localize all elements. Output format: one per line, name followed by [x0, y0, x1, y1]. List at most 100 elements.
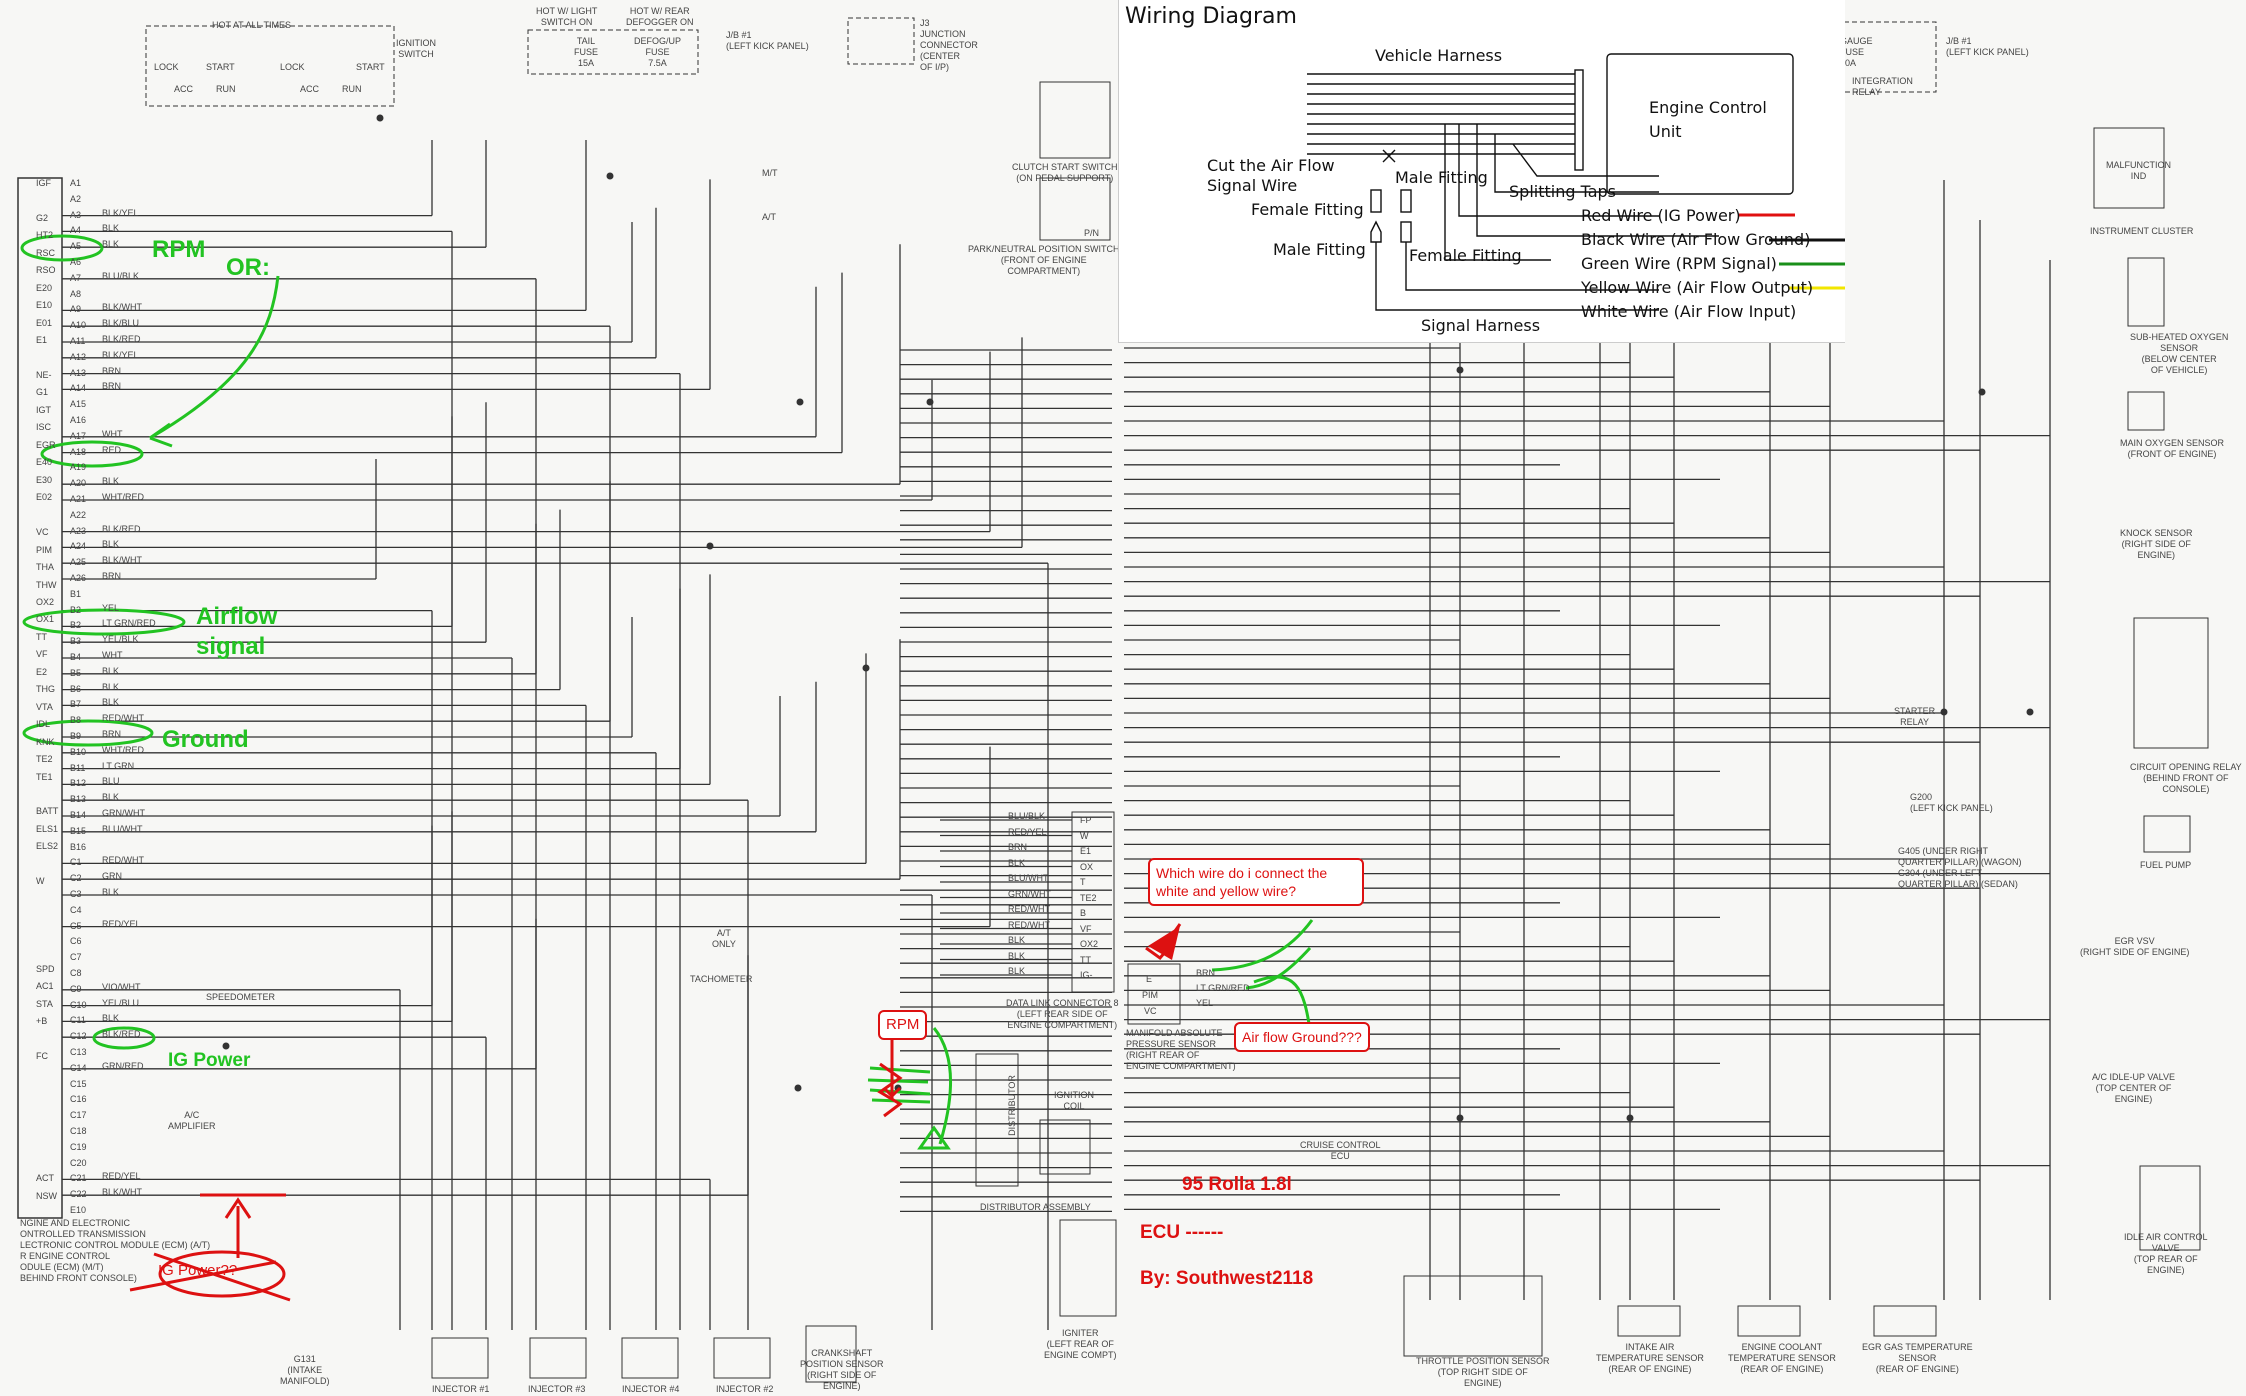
- ecm-wire-11: BLK/YEL: [102, 349, 139, 360]
- ecm-pin-37: B11: [70, 762, 86, 773]
- malfunction-label: MALFUNCTION IND: [2106, 160, 2171, 181]
- ecm-pin-2: A3: [70, 209, 82, 220]
- ecm-pin-57: C15: [70, 1078, 87, 1089]
- ecm-signal-24: OX2: [36, 596, 55, 607]
- ecm-pin-43: C1: [70, 857, 82, 868]
- junction-dot-7: [1978, 388, 1986, 396]
- jb1-right-label: J/B #1 (LEFT KICK PANEL): [1946, 36, 2029, 57]
- cruise-label: CRUISE CONTROL ECU: [1300, 1140, 1381, 1161]
- ecm-pin-38: B12: [70, 778, 87, 789]
- ecm-signal-31: IDL: [36, 719, 51, 730]
- g200-label: G200 (LEFT KICK PANEL): [1910, 792, 1993, 813]
- inset-wiring-diagram: Wiring Diagram Vehicle Harness Engine Co…: [1118, 0, 1845, 343]
- ecm-pin-42: B16: [70, 841, 87, 852]
- ecm-signal-58: NSW: [36, 1190, 57, 1201]
- ecm-signal-12: G1: [36, 387, 49, 398]
- distributor-box: [975, 1053, 1019, 1187]
- ecm-wire-45: BLK: [102, 887, 120, 897]
- injector-2-box: [713, 1337, 771, 1379]
- ecm-pin-63: C21: [70, 1173, 87, 1184]
- ecm-pin-14: A15: [70, 399, 87, 410]
- jb1-label: J/B #1 (LEFT KICK PANEL): [726, 30, 809, 51]
- igniter-box: [1059, 1219, 1117, 1317]
- dlc-wire-8: BLK: [1008, 935, 1026, 945]
- title-line-2: ECU ------: [1140, 1222, 1224, 1243]
- dlc-wire-7: RED/WHT: [1008, 919, 1050, 930]
- rpm-pin-circle: [20, 234, 104, 262]
- ecm-pin-25: A26: [70, 573, 87, 583]
- intake-air-temp-label: INTAKE AIR TEMPERATURE SENSOR (REAR OF E…: [1596, 1342, 1704, 1374]
- ecm-pin-36: B10: [70, 746, 87, 757]
- ignition-switch-label: IGNITION SWITCH: [396, 38, 436, 59]
- male-fitting-top-label: Male Fitting: [1395, 168, 1488, 187]
- dlc-signal-5: TE2: [1080, 892, 1097, 903]
- ecm-pin-45: C3: [70, 889, 82, 899]
- ecm-wire-17: RED: [102, 444, 122, 455]
- rpm-note-box: RPM: [878, 1010, 928, 1040]
- egr-temp-label: EGR GAS TEMPERATURE SENSOR (REAR OF ENGI…: [1862, 1342, 1973, 1374]
- ecm-pin-7: A8: [70, 288, 82, 299]
- lock-label-2: LOCK: [280, 62, 305, 72]
- ecm-pin-29: B3: [70, 636, 82, 647]
- rpm-green-arrow: [932, 1027, 952, 1145]
- ecm-wire-28: LT GRN/RED: [102, 618, 156, 629]
- ig-power-annotation: IG Power: [168, 1050, 251, 1071]
- ecm-signal-16: E40: [36, 457, 53, 468]
- tail-fuse-label: TAIL FUSE 15A: [574, 36, 599, 68]
- ecm-signal-48: +B: [36, 1015, 48, 1026]
- map-pin-pim: PIM: [1142, 990, 1159, 1000]
- injector-3-label: INJECTOR #3: [528, 1384, 586, 1394]
- dlc-wire-10: BLK: [1008, 966, 1026, 976]
- ecm-wire-3: BLK: [102, 223, 120, 234]
- ecm-pin-24: A25: [70, 557, 87, 568]
- rpm-annotation: RPM: [152, 236, 206, 263]
- ecm-pin-62: C20: [70, 1157, 87, 1168]
- ecm-wire-22: BLK/RED: [102, 523, 141, 534]
- ecm-pin-39: B13: [70, 794, 87, 805]
- cut-air-flow-label: Cut the Air Flow Signal Wire: [1207, 156, 1335, 195]
- ecm-wire-27: YEL: [102, 602, 120, 613]
- ecm-pin-60: C18: [70, 1126, 87, 1136]
- dlc-signal-0: FP: [1080, 815, 1092, 825]
- ecm-pin-19: A20: [70, 478, 87, 489]
- ecm-pin-61: C19: [70, 1141, 87, 1152]
- start-label-1: START: [206, 62, 235, 72]
- inset-female-fitting-2: [1400, 189, 1412, 213]
- ecm-wire-38: BLU: [102, 776, 120, 787]
- ecm-pin-0: A1: [70, 178, 82, 188]
- ecm-wire-44: GRN: [102, 871, 122, 882]
- airflow-signal-annotation: Airflow signal: [196, 603, 278, 660]
- park-neutral-label: PARK/NEUTRAL POSITION SWITCH (FRONT OF E…: [968, 244, 1120, 276]
- ecm-pin-23: A24: [70, 541, 87, 552]
- airflow-ground-note: Air flow Ground???: [1234, 1022, 1370, 1052]
- ecm-signal-25: OX1: [36, 614, 55, 625]
- map-pin-vc: VC: [1144, 1006, 1157, 1016]
- inset-signal-wire-2: [1405, 242, 1659, 291]
- ecm-wire-6: BLU/BLK: [102, 270, 140, 281]
- dlc-signal-7: VF: [1080, 923, 1092, 934]
- ecm-wire-16: WHT: [102, 428, 123, 439]
- lock-label-1: LOCK: [154, 62, 179, 72]
- ecm-signal-21: PIM: [36, 544, 53, 555]
- ecm-signal-47: STA: [36, 998, 53, 1009]
- ecm-wire-31: BLK: [102, 665, 120, 676]
- ecm-wire-54: BLK/RED: [102, 1029, 141, 1040]
- ecm-wire-29: YEL/BLK: [102, 634, 139, 645]
- egr-vsv-label: EGR VSV (RIGHT SIDE OF ENGINE): [2080, 936, 2190, 957]
- ecm-pin-5: A6: [70, 257, 82, 267]
- ecm-pin-10: A11: [70, 336, 86, 346]
- map-red-arrow-head: [1148, 926, 1180, 960]
- instrument-cluster-label: INSTRUMENT CLUSTER: [2090, 226, 2194, 236]
- junction-dot-6: [1940, 708, 1948, 716]
- dlc-wire-1: RED/YEL: [1008, 826, 1047, 837]
- ecm-wire-52: YEL/BLU: [102, 997, 140, 1008]
- ecm-pin-11: A12: [70, 351, 87, 362]
- ecm-pin-33: B7: [70, 699, 82, 710]
- ecm-wire-4: BLK: [102, 239, 120, 250]
- pn-label: P/N: [1084, 228, 1100, 238]
- tps-box: [1403, 1275, 1543, 1357]
- ecm-signal-29: THG: [36, 684, 55, 695]
- ig-power-question: IG Power??: [158, 1262, 238, 1279]
- ecm-signal-23: THW: [36, 579, 57, 590]
